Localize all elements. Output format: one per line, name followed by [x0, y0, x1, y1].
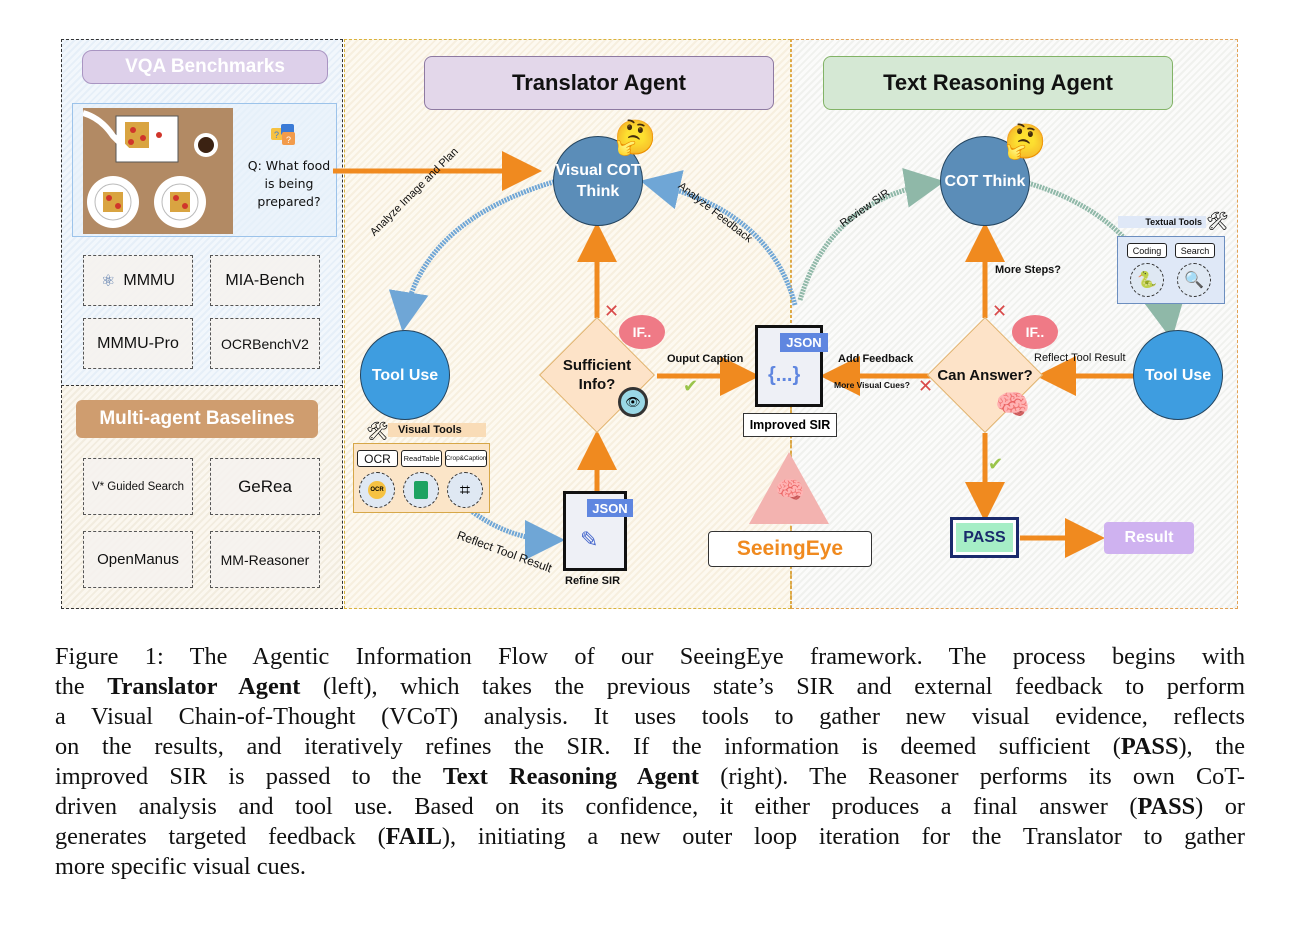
ocr-icon: OCR	[359, 472, 395, 508]
reflect-tool-arrow-left	[468, 507, 565, 560]
readtable-tool-button: ReadTable	[401, 450, 442, 467]
improved-sir-label: Improved SIR	[743, 413, 837, 437]
visual-tools-title: Visual Tools	[388, 423, 486, 437]
python-icon: 🐍	[1130, 263, 1164, 297]
benchmark-mia-bench: MIA-Bench	[210, 255, 320, 306]
if-thought-bubble-reasoner: IF..	[1012, 315, 1058, 349]
analyze-image-arrow	[388, 177, 561, 332]
thinking-face-icon-reasoner: 🤔	[1004, 123, 1047, 161]
magnifier-eye-icon: 👁	[618, 387, 648, 417]
caption-line: on the results, and iteratively refines …	[55, 733, 1245, 760]
output-caption-label: Ouput Caption	[667, 353, 744, 365]
edit-code-icon: ✎	[580, 527, 599, 552]
coding-tool-button: Coding	[1127, 243, 1167, 258]
seeingeye-brand: SeeingEye	[708, 531, 872, 567]
json-tag-improved: JSON	[780, 333, 828, 352]
json-braces-icon: {...}	[768, 364, 801, 386]
textual-tools-title: Textual Tools	[1118, 216, 1206, 228]
thinking-face-icon: 🤔	[614, 119, 657, 157]
translator-agent-title: Translator Agent	[424, 56, 774, 110]
brain-icon: 🧠	[995, 389, 1030, 420]
baseline-openmanus: OpenManus	[83, 531, 193, 588]
can-answer-label: Can Answer?	[937, 366, 1033, 384]
tools-wrench-icon-textual: 🛠	[1206, 211, 1229, 231]
fail-mark-more-steps: ✕	[992, 301, 1007, 322]
baseline-v-star: V* Guided Search	[83, 458, 193, 515]
caption-line: improved SIR is passed to the Text Reaso…	[55, 763, 1246, 790]
baseline-mm-reasoner: MM-Reasoner	[210, 531, 320, 588]
spreadsheet-icon	[403, 472, 439, 508]
crop-icon: ⌗	[447, 472, 483, 508]
caption-line: Figure 1: The Agentic Information Flow o…	[55, 643, 1245, 670]
eye-brain-icon: 🧠	[775, 477, 805, 504]
seeingeye-logo-triangle	[749, 452, 829, 524]
figure-caption: Figure 1: The Agentic Information Flow o…	[55, 642, 1245, 882]
vqa-benchmarks-title: VQA Benchmarks	[82, 50, 328, 84]
more-steps-label: More Steps?	[995, 264, 1062, 276]
benchmark-mmmu: ⚛ MMMU	[83, 255, 193, 306]
reflect-tool-label-reasoner: Reflect Tool Result	[1034, 352, 1126, 364]
svg-text:?: ?	[286, 135, 291, 145]
analyze-feedback-arrow	[640, 170, 798, 306]
crop-caption-tool-button: Crop&Caption	[445, 450, 487, 467]
caption-line: more specific visual cues.	[55, 853, 306, 880]
baseline-gerea: GeRea	[210, 458, 320, 515]
result-box: Result	[1104, 522, 1194, 554]
benchmark-ocrbenchv2: OCRBenchV2	[210, 318, 320, 369]
benchmark-mmmu-pro: MMMU-Pro	[83, 318, 193, 369]
ocr-tool-button: OCR	[357, 450, 398, 467]
add-feedback-label: Add Feedback	[838, 353, 914, 365]
caption-line: the Translator Agent (left), which takes…	[55, 673, 1245, 700]
if-thought-bubble: IF..	[619, 315, 665, 349]
text-reasoning-agent-title: Text Reasoning Agent	[823, 56, 1173, 110]
review-sir-arrow	[797, 168, 945, 301]
tool-use-node-translator: Tool Use	[360, 330, 450, 420]
svg-text:?: ?	[274, 130, 279, 140]
caption-line: a Visual Chain-of-Thought (VCoT) analysi…	[55, 703, 1245, 730]
fail-mark-translator: ✕	[604, 301, 619, 322]
vqa-question: Q: What food is being prepared?	[247, 158, 331, 209]
tools-wrench-icon: 🛠	[366, 421, 389, 441]
more-visual-cues-label: More Visual Cues?	[834, 380, 910, 390]
cot-think-node: COT Think	[940, 136, 1030, 226]
tool-use-node-reasoner: Tool Use	[1133, 330, 1223, 420]
question-bubbles-icon: ??	[271, 124, 297, 148]
visual-cot-think-node: Visual COT Think	[553, 136, 643, 226]
caption-text: Figure 1: The Agentic Information Flow o…	[55, 642, 1245, 882]
sufficient-info-label: Sufficient Info?	[562, 357, 632, 393]
atom-icon: ⚛	[101, 272, 116, 290]
pass-check-reasoner: ✔	[988, 454, 1003, 475]
web-search-icon: 🔍	[1177, 263, 1211, 297]
json-tag-refine: JSON	[587, 499, 633, 517]
search-tool-button: Search	[1175, 243, 1215, 258]
pass-check-translator: ✔	[683, 376, 698, 397]
refine-sir-label: Refine SIR	[565, 575, 621, 587]
caption-line: generates targeted feedback (FAIL), init…	[55, 823, 1245, 850]
pass-box: PASS	[950, 517, 1019, 558]
caption-line: driven analysis and tool use. Based on i…	[55, 793, 1245, 820]
fail-mark-feedback: ✕	[918, 376, 933, 397]
food-image	[82, 108, 233, 234]
multi-agent-baselines-title: Multi-agent Baselines	[76, 400, 318, 438]
